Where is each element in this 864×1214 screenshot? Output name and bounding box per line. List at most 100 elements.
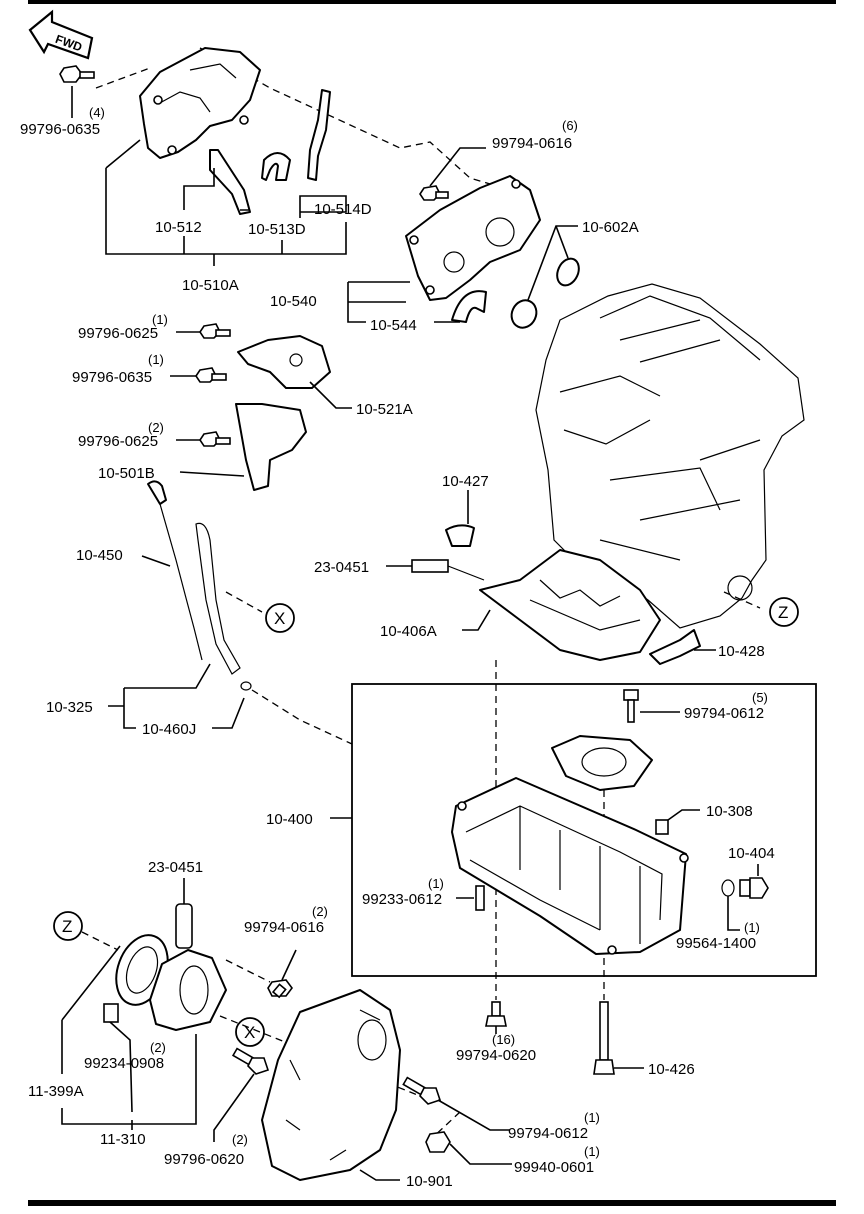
bolt-icon (419, 185, 449, 201)
part-number-label: 10-450 (76, 547, 123, 564)
part-number-label: 10-308 (706, 803, 753, 820)
bolt-icon (593, 1001, 615, 1075)
upper-oil-pan-baffle (479, 549, 661, 661)
qty-label: (1) (428, 876, 444, 891)
reference-marker-x (265, 603, 295, 633)
part-number-label: 11-399A (28, 1083, 84, 1100)
seal-half-moon (451, 290, 487, 323)
qty-label: (1) (744, 920, 760, 935)
part-number-label: 99233-0612 (362, 891, 442, 908)
part-number-label: 10-513D (248, 221, 306, 238)
part-number-label: 10-406A (380, 623, 437, 640)
part-number-label: 99234-0908 (84, 1055, 164, 1072)
timing-cover-seal-piece (209, 149, 251, 215)
part-number-label: 10-521A (356, 401, 413, 418)
part-number-label: 10-428 (718, 643, 765, 660)
dowel-pin (655, 819, 669, 835)
part-number-label: 99564-1400 (676, 935, 756, 952)
dipstick-tube (195, 522, 241, 675)
part-number-label: 10-404 (728, 845, 775, 862)
qty-label: (1) (584, 1110, 600, 1125)
sensor-icon (175, 903, 193, 949)
part-number-label: 99794-0616 (492, 135, 572, 152)
oil-seal (556, 257, 580, 287)
end-plate-10-901 (261, 989, 401, 1181)
marker-letter: X (274, 609, 285, 628)
marker-letter: Z (778, 603, 788, 622)
part-number-label: 10-400 (266, 811, 313, 828)
part-number-label: 10-426 (648, 1061, 695, 1078)
reference-marker-z (769, 597, 799, 627)
marker-letter: X (244, 1023, 255, 1042)
qty-label: (2) (150, 1040, 166, 1055)
qty-label: (1) (152, 312, 168, 327)
oil-pan-group-box (351, 683, 817, 977)
engine-block-outline (535, 283, 805, 629)
nut-icon (425, 1131, 451, 1153)
top-rule (28, 0, 836, 4)
bolt-icon (199, 323, 231, 339)
leader-dash (95, 47, 511, 191)
part-number-label: 99794-0620 (456, 1047, 536, 1064)
part-number-label: 99796-0635 (72, 369, 152, 386)
qty-label: (5) (752, 690, 768, 705)
qty-label: (2) (232, 1132, 248, 1147)
seal-half-moon (261, 152, 291, 181)
oil-strainer-gasket (551, 735, 653, 791)
bolt-icon (199, 431, 231, 447)
upper-timing-cover (139, 47, 261, 159)
seal-strip-10-427 (445, 524, 475, 547)
qty-label: (6) (562, 118, 578, 133)
bolt-icon (402, 1076, 442, 1105)
middle-timing-cover (405, 175, 541, 301)
bolt-icon (267, 979, 293, 999)
part-number-label: 23-0451 (148, 859, 203, 876)
qty-label: (1) (584, 1144, 600, 1159)
part-number-label: 99794-0612 (684, 705, 764, 722)
part-number-label: 99796-0620 (164, 1151, 244, 1168)
oil-pan (451, 777, 687, 955)
seal-housing (149, 949, 227, 1031)
part-number-label: 99796-0625 (78, 325, 158, 342)
qty-label: (2) (148, 420, 164, 435)
part-number-label: 99940-0601 (514, 1159, 594, 1176)
qty-label: (2) (312, 904, 328, 919)
part-number-label: 10-512 (155, 219, 202, 236)
reference-marker-z (53, 911, 83, 941)
qty-label: (16) (492, 1032, 515, 1047)
part-number-label: 99794-0616 (244, 919, 324, 936)
fwd-arrow-icon: FWD (28, 9, 94, 60)
part-number-label: 99794-0612 (508, 1125, 588, 1142)
o-ring (240, 681, 252, 691)
pin-icon (475, 885, 485, 911)
washer (721, 879, 735, 897)
bolt-icon (59, 65, 95, 83)
bolt-icon (231, 1047, 270, 1075)
part-number-label: 10-510A (182, 277, 239, 294)
crank-pulley-outline (727, 575, 753, 601)
part-number-label: 10-501B (98, 465, 155, 482)
qty-label: (1) (148, 352, 164, 367)
part-number-label: 11-310 (100, 1131, 146, 1148)
bolt-icon (195, 367, 227, 383)
part-number-label: 99796-0625 (78, 433, 158, 450)
part-number-label: 23-0451 (314, 559, 369, 576)
marker-letter: Z (62, 917, 72, 936)
gasket-strip (307, 89, 331, 181)
seal-strip-10-428 (649, 629, 701, 665)
part-number-label: 10-514D (314, 201, 372, 218)
part-number-label: 10-602A (582, 219, 639, 236)
drain-plug-icon (739, 877, 769, 899)
part-number-label: 99796-0635 (20, 121, 100, 138)
part-number-label: 10-325 (46, 699, 93, 716)
part-number-label: 10-901 (406, 1173, 453, 1190)
part-number-label: 10-540 (270, 293, 317, 310)
lower-mount-bracket (235, 403, 307, 491)
part-number-label: 10-427 (442, 473, 489, 490)
qty-label: (4) (89, 105, 105, 120)
dipstick-handle (147, 480, 167, 505)
bolt-icon (623, 689, 639, 723)
dowel-pin (103, 1003, 119, 1023)
part-number-label: 10-460J (142, 721, 196, 738)
